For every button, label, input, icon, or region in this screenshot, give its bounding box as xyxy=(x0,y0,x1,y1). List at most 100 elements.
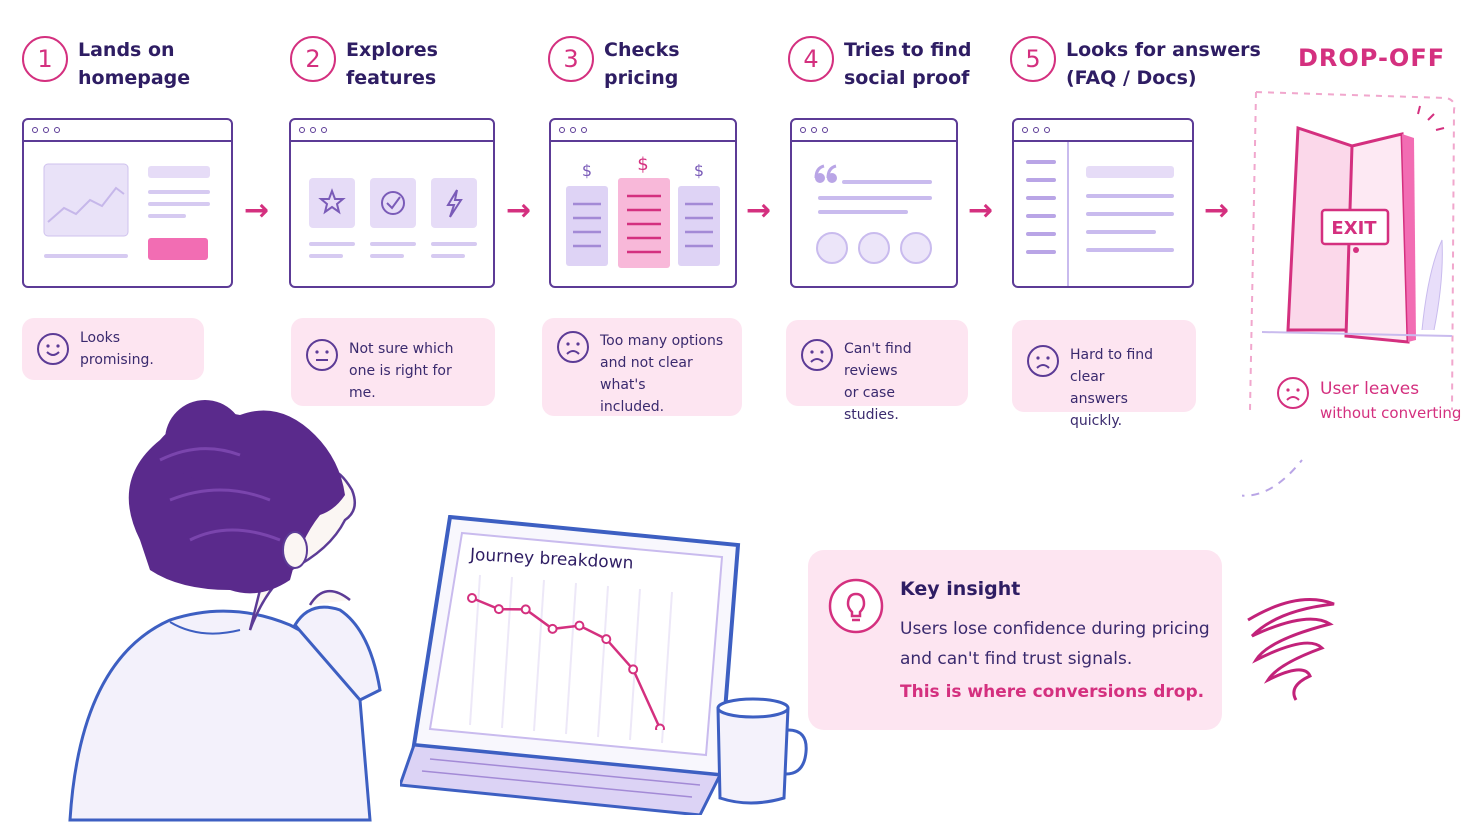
lightning-icon xyxy=(446,189,463,218)
journey-point-1 xyxy=(467,593,477,603)
lightbulb-icon xyxy=(828,578,884,634)
window-titlebar xyxy=(792,120,956,142)
feedback-2-line1: Not sure which xyxy=(349,341,454,357)
coffee-mug-icon xyxy=(716,697,808,805)
step-4-header: 4 Tries to find social proof xyxy=(788,36,972,92)
step-2-title-line1: Explores xyxy=(346,39,438,61)
step-2-title: Explores features xyxy=(346,36,438,92)
window-titlebar xyxy=(291,120,493,142)
step-2-header: 2 Explores features xyxy=(290,36,438,92)
feedback-5-line2: answers quickly. xyxy=(1070,391,1128,429)
features-window xyxy=(289,118,495,288)
insight-body-line1: Users lose confidence during pricing xyxy=(900,619,1210,639)
feedback-4-line1: Can't find reviews xyxy=(844,341,912,379)
step-1-number: 1 xyxy=(22,36,68,82)
pricing-mockup: $ $ $ xyxy=(566,154,720,268)
scribble-icon xyxy=(1247,598,1335,701)
dropoff-outcome: User leaves without converting xyxy=(1276,376,1461,424)
step-4-number: 4 xyxy=(788,36,834,82)
journey-breakdown-chart xyxy=(467,593,665,730)
flow-arrow-5: → xyxy=(1204,193,1230,228)
step-5-number: 5 xyxy=(1010,36,1056,82)
step-2-number: 2 xyxy=(290,36,336,82)
sad-face-icon xyxy=(1027,345,1059,377)
journey-point-5 xyxy=(574,620,585,631)
step-5-title-line2: (FAQ / Docs) xyxy=(1066,67,1197,89)
price-symbol-basic: $ xyxy=(582,161,592,180)
insight-heading: Key insight xyxy=(900,578,1021,600)
homepage-mockup xyxy=(43,163,210,260)
price-symbol-featured: $ xyxy=(637,154,648,175)
feedback-2-line2: one is right for me. xyxy=(349,363,452,401)
flow-arrow-3: → xyxy=(746,193,772,228)
journey-line xyxy=(471,596,662,730)
feedback-bubble-1: Looks promising. xyxy=(22,318,204,380)
sad-face-icon xyxy=(557,331,589,363)
feedback-bubble-2: Not sure which one is right for me. xyxy=(291,318,495,406)
social-proof-window xyxy=(790,118,958,288)
window-titlebar xyxy=(551,120,735,142)
dropoff-title: DROP-OFF xyxy=(1298,44,1446,72)
step-3-title-line2: pricing xyxy=(604,67,679,89)
price-symbol-premium: $ xyxy=(694,161,704,180)
feedback-3-line1: Too many options xyxy=(600,333,724,349)
step-4-title: Tries to find social proof xyxy=(844,36,972,92)
exit-sign: EXIT xyxy=(1331,218,1377,239)
check-circle-icon xyxy=(381,191,405,215)
feedback-5-line1: Hard to find clear xyxy=(1070,347,1154,385)
feedback-3-line3: included. xyxy=(600,399,665,415)
feedback-text-5: Hard to find clear answers quickly. xyxy=(1070,344,1182,432)
step-3-title-line1: Checks xyxy=(604,39,680,61)
window-titlebar xyxy=(24,120,231,142)
dropoff-outcome-line2: without converting xyxy=(1320,404,1462,422)
step-4-title-line2: social proof xyxy=(844,67,970,89)
quote-icon xyxy=(814,164,837,183)
step-1-title: Lands on homepage xyxy=(78,36,190,92)
step-1-title-line1: Lands on xyxy=(78,39,175,61)
dropoff-outcome-text: User leaves without converting xyxy=(1320,376,1461,424)
step-3-number: 3 xyxy=(548,36,594,82)
sad-face-icon xyxy=(801,339,833,371)
journey-point-3 xyxy=(520,604,531,615)
dropoff-area: EXIT xyxy=(1242,91,1456,497)
feedback-bubble-3: Too many options and not clear what's incl… xyxy=(542,318,742,416)
star-icon xyxy=(318,188,346,215)
step-5-title-line1: Looks for answers xyxy=(1066,39,1261,61)
step-3-title: Checks pricing xyxy=(604,36,680,92)
step-4-title-line1: Tries to find xyxy=(844,39,972,61)
key-insight-card: Key insight Users lose confidence during… xyxy=(808,550,1222,730)
sad-face-icon xyxy=(1277,377,1309,409)
step-5-header: 5 Looks for answers (FAQ / Docs) xyxy=(1010,36,1261,92)
flow-arrow-1: → xyxy=(244,193,270,228)
pricing-window: $ $ $ xyxy=(549,118,737,288)
features-mockup xyxy=(309,178,477,258)
feedback-1-line1: Looks promising. xyxy=(80,330,154,368)
journey-point-7 xyxy=(628,664,639,675)
feedback-text-3: Too many options and not clear what's incl… xyxy=(600,330,728,418)
flow-arrow-2: → xyxy=(506,193,532,228)
happy-face-icon xyxy=(37,333,69,365)
docs-mockup xyxy=(1026,142,1174,286)
journey-point-4 xyxy=(547,623,558,634)
docs-window xyxy=(1012,118,1194,288)
feedback-text-1: Looks promising. xyxy=(80,327,190,371)
dropoff-outcome-line1: User leaves xyxy=(1320,379,1420,399)
step-1-title-line2: homepage xyxy=(78,67,191,89)
step-1-header: 1 Lands on homepage xyxy=(22,36,190,92)
flow-arrow-4: → xyxy=(968,193,994,228)
neutral-face-icon xyxy=(306,339,338,371)
feedback-3-line2: and not clear what's xyxy=(600,355,693,393)
step-3-header: 3 Checks pricing xyxy=(548,36,680,92)
homepage-window xyxy=(22,118,233,288)
woman-illustration xyxy=(68,400,382,822)
step-2-title-line2: features xyxy=(346,67,437,89)
laptop-illustration xyxy=(400,515,741,815)
insight-body: Users lose confidence during pricing and… xyxy=(900,614,1210,674)
insight-callout: This is where conversions drop. xyxy=(900,682,1205,702)
window-titlebar xyxy=(1014,120,1192,142)
step-5-title: Looks for answers (FAQ / Docs) xyxy=(1066,36,1261,92)
feedback-bubble-5: Hard to find clear answers quickly. xyxy=(1012,320,1196,429)
exit-door-icon: EXIT xyxy=(1261,105,1453,344)
